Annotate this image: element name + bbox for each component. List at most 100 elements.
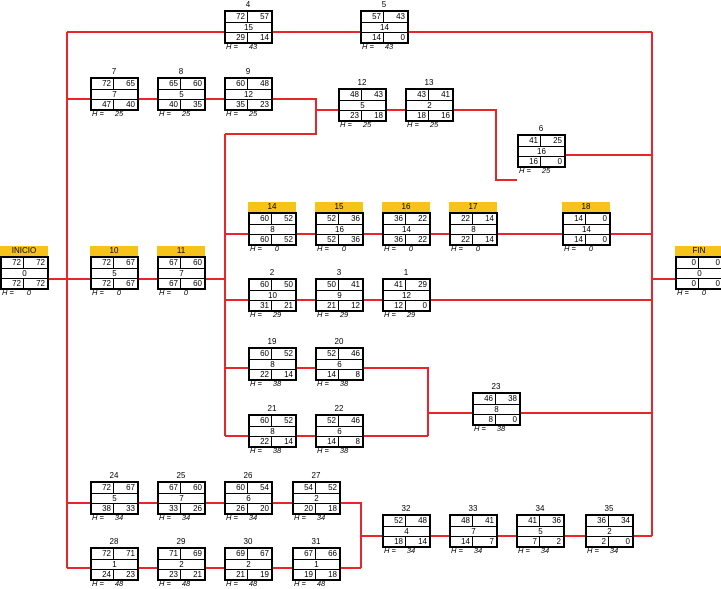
slack-label: H =	[226, 513, 238, 522]
slack-value: 48	[181, 579, 191, 588]
node-duration-row: 4	[384, 527, 429, 537]
node-id-label: 30	[243, 537, 253, 546]
slack-label: H =	[407, 120, 419, 129]
node-top-left: 52	[317, 214, 339, 224]
slack-value: 25	[541, 166, 551, 175]
slack-value: 38	[339, 446, 349, 455]
node-top-left: 52	[384, 516, 406, 526]
node-top-left: 41	[384, 280, 406, 290]
slack-label: H =	[226, 579, 238, 588]
node-duration: 0	[22, 269, 27, 278]
node-top-right: 50	[284, 280, 293, 289]
node-bottom-right: 26	[193, 504, 202, 513]
node-duration: 2	[314, 494, 319, 503]
node-duration-row: 5	[92, 494, 137, 504]
node-bottom-left: 22	[451, 235, 473, 244]
node-slack: H =38	[315, 380, 363, 388]
node-top-left: 67	[159, 258, 181, 268]
node-id-label: 8	[178, 67, 184, 76]
node-bottom-left: 23	[340, 111, 362, 120]
node-duration: 5	[112, 269, 117, 278]
slack-value: 0	[588, 244, 594, 253]
node-top-right: 71	[126, 549, 135, 558]
slack-label: H =	[159, 109, 171, 118]
node-bottom-left: 72	[92, 279, 114, 288]
slack-label: H =	[317, 310, 329, 319]
node-id-label: 16	[382, 202, 430, 212]
node-top-left: 36	[587, 516, 609, 526]
node-top-left: 72	[92, 258, 114, 268]
node-top-right: 22	[418, 214, 427, 223]
node-top-right: 60	[193, 483, 202, 492]
node-slack: H =25	[338, 121, 386, 129]
node-top-right: 66	[328, 549, 337, 558]
node-duration-row: 2	[226, 560, 271, 570]
node-bottom-left: 18	[384, 537, 406, 546]
node-id-label: 22	[334, 404, 344, 413]
node-bottom-right: 8	[355, 437, 360, 446]
node-bottom-left: 26	[226, 504, 248, 513]
slack-label: H =	[564, 244, 576, 253]
node-top-right: 57	[260, 12, 269, 21]
node-duration: 1	[314, 560, 319, 569]
node-slack: H =34	[157, 514, 205, 522]
node-bottom-right: 20	[260, 504, 269, 513]
node-bottom-left: 16	[519, 157, 541, 166]
node-slack: H =38	[248, 380, 296, 388]
node-duration-row: 8	[250, 225, 295, 235]
node-id-label: 14	[248, 202, 296, 212]
node-slack: H =0	[0, 289, 48, 297]
node-top-right: 0	[715, 258, 720, 267]
node-slack: H =0	[90, 289, 138, 297]
link-20-join	[364, 367, 429, 436]
node-top-right: 34	[621, 516, 630, 525]
node-duration: 14	[380, 23, 389, 32]
link-13-6	[454, 109, 517, 181]
node-duration-row: 6	[317, 427, 362, 437]
node-top-left: 67	[294, 549, 316, 559]
node-duration: 6	[337, 427, 342, 436]
node-bottom-left: 14	[564, 235, 586, 244]
node-slack: H =48	[90, 580, 138, 588]
node-duration: 2	[607, 527, 612, 536]
node-top-left: 60	[250, 280, 272, 290]
node-top-left: 41	[518, 516, 540, 526]
node-id-label: 2	[269, 268, 275, 277]
slack-value: 25	[362, 120, 372, 129]
node-bottom-right: 67	[126, 279, 135, 288]
node-top-left: 72	[92, 483, 114, 493]
slack-label: H =	[519, 166, 531, 175]
node-bottom-left: 40	[159, 100, 181, 109]
node-top-right: 65	[126, 79, 135, 88]
node-top-right: 52	[284, 416, 293, 425]
slack-value: 29	[406, 310, 416, 319]
node-top-right: 52	[284, 214, 293, 223]
node-slack: H =25	[157, 110, 205, 118]
node-duration: 9	[337, 291, 342, 300]
slack-label: H =	[159, 579, 171, 588]
slack-value: 34	[473, 546, 483, 555]
node-id-label: 28	[109, 537, 119, 546]
slack-value: 34	[181, 513, 191, 522]
slack-value: 29	[272, 310, 282, 319]
node-top-left: 60	[226, 79, 248, 89]
node-top-row: 60 50	[250, 280, 295, 291]
